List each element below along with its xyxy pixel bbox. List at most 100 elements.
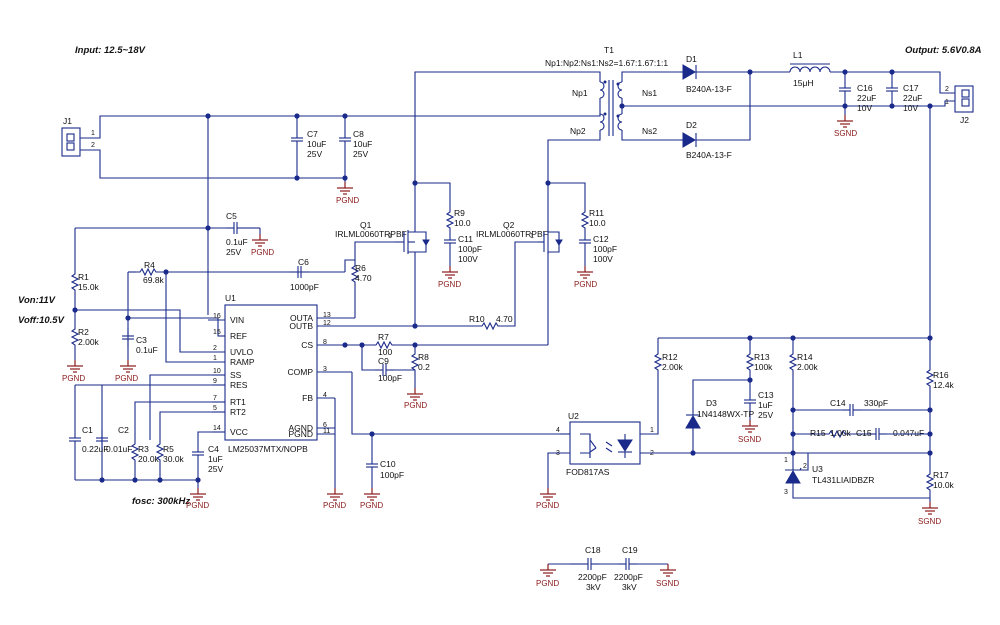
j2-pin2: 2 <box>945 86 949 93</box>
r6-value: 4.70 <box>355 273 372 283</box>
r5-ref: R5 <box>163 444 174 454</box>
c17-ref: C17 <box>903 83 919 93</box>
u2-ref: U2 <box>568 411 579 421</box>
u1-pin-num-outb: 12 <box>323 320 331 327</box>
u1-pin-name-cs: CS <box>301 340 313 350</box>
u2-pin1: 1 <box>650 427 654 434</box>
u1-right-pins <box>317 317 410 435</box>
pgnd-label-u1-left: PGND <box>186 501 209 510</box>
u1-pin-num-ss: 10 <box>213 368 221 375</box>
von-note: Von:11V <box>18 295 56 306</box>
c4-ref: C4 <box>208 444 219 454</box>
c3-ref: C3 <box>136 335 147 345</box>
d1-ref: D1 <box>686 54 697 64</box>
c8-value: 10uF <box>353 139 372 149</box>
c1-ref: C1 <box>82 425 93 435</box>
voff-note: Voff:10.5V <box>18 315 65 326</box>
c8-ref: C8 <box>353 129 364 139</box>
d2-part: B240A-13-F <box>686 150 732 160</box>
c3-value: 0.1uF <box>136 345 158 355</box>
capacitor-c15: C15 0.047uF <box>856 427 924 441</box>
u1-pin-name-fb: FB <box>302 393 313 403</box>
c5-voltage: 25V <box>226 247 241 257</box>
u1-pin-num-vcc: 14 <box>213 425 221 432</box>
u1-pin-num-pgnd: 11 <box>323 428 330 435</box>
c18-ref: C18 <box>585 545 601 555</box>
c16-ref: C16 <box>857 83 873 93</box>
u3-pin1: 1 <box>784 457 788 464</box>
resistor-r4: R4 69.8k <box>135 260 165 285</box>
pgnd-label-c10: PGND <box>360 501 383 510</box>
r17-ref: R17 <box>933 470 949 480</box>
mosfet-q1: Q1 IRLML0060TRPBF 1 <box>335 220 430 262</box>
c10-value: 100pF <box>380 470 404 480</box>
u1-pin-num-res: 9 <box>213 378 217 385</box>
u1-pin-num-ref: 15 <box>213 329 221 336</box>
u1-pin-num-cs: 8 <box>323 339 327 346</box>
d2-ref: D2 <box>686 120 697 130</box>
capacitor-c18: C18 2200pF 3kV <box>578 545 607 592</box>
ic-u3: U3 TL431LIAIDBZR 1 2 3 <box>784 457 874 496</box>
resistor-r6: R6 4.70 <box>351 261 372 287</box>
capacitor-c11: C11 100pF 100V <box>443 231 482 264</box>
c9-value: 100pF <box>378 373 402 383</box>
connector-j1: J1 1 2 <box>61 116 95 157</box>
capacitor-c8: C8 10uF 25V <box>338 116 372 178</box>
capacitor-c5: C5 0.1uF 25V PGND <box>225 211 274 257</box>
r1-ref: R1 <box>78 272 89 282</box>
capacitor-c17: C17 22uF 10V <box>885 79 922 113</box>
c6-value: 1000pF <box>290 282 319 292</box>
u3-ref: U3 <box>812 464 823 474</box>
t1-ref: T1 <box>604 45 614 55</box>
input-rail-bottom <box>80 149 345 179</box>
output-note: Output: 5.6V0.8A <box>905 45 982 56</box>
capacitor-c9: C9 100pF <box>374 356 402 383</box>
c18-value: 2200pF <box>578 572 607 582</box>
r15-value: 1.00k <box>830 428 852 438</box>
resistor-r10: R10 4.70 <box>469 314 513 330</box>
j2-pin1: 1 <box>945 99 949 106</box>
u2-part: FOD817AS <box>566 467 610 477</box>
j2-ref: J2 <box>960 115 969 125</box>
u1-pin-num-outa: 13 <box>323 312 331 319</box>
u1-pin-num-fb: 4 <box>323 392 327 399</box>
c14-value: 330pF <box>864 398 888 408</box>
pgnd-label-r8: PGND <box>404 401 427 410</box>
transformer-t1: T1 Np1:Np2:Ns1:Ns2=1.67:1.67:1:1 Np1 Np2… <box>545 45 668 136</box>
capacitor-c4: C4 1uF 25V <box>191 443 223 474</box>
c13-voltage: 25V <box>758 410 773 420</box>
u1-pin-name-pgnd: PGND <box>288 429 313 439</box>
c16-voltage: 10V <box>857 103 872 113</box>
u1-pin-name-outb: OUTB <box>289 321 313 331</box>
c19-value: 2200pF <box>614 572 643 582</box>
r3-value: 20.0k <box>138 454 160 464</box>
r10-value: 4.70 <box>496 314 513 324</box>
r11-value: 10.0 <box>589 218 606 228</box>
c4-value: 1uF <box>208 454 223 464</box>
sgnd-label-r17: SGND <box>918 517 941 526</box>
c4-voltage: 25V <box>208 464 223 474</box>
r17-value: 10.0k <box>933 480 955 490</box>
capacitor-c7: C7 10uF 25V <box>290 116 326 178</box>
r5-value: 30.0k <box>163 454 185 464</box>
d1-part: B240A-13-F <box>686 84 732 94</box>
capacitor-c2: C2 0.01uF <box>95 425 132 454</box>
r2-value: 2.00k <box>78 337 100 347</box>
resistor-r2: R2 2.00k <box>71 324 100 350</box>
diode-d1: D1 B240A-13-F <box>682 54 732 94</box>
capacitor-c10: C10 100pF <box>365 455 404 480</box>
c2-ref: C2 <box>118 425 129 435</box>
u1-pin-name-res: RES <box>230 380 248 390</box>
ref-wire <box>128 317 225 337</box>
r14-ref: R14 <box>797 352 813 362</box>
t1-ratio: Np1:Np2:Ns1:Ns2=1.67:1.67:1:1 <box>545 58 668 68</box>
r14-value: 2.00k <box>797 362 819 372</box>
u1-pin-num-rt2: 5 <box>213 405 217 412</box>
c1-value: 0.22uF <box>82 444 108 454</box>
pgnd-label-c11: PGND <box>438 280 461 289</box>
winding-ns1: Ns1 <box>642 88 657 98</box>
r16-value: 12.4k <box>933 380 955 390</box>
sgnd-label-c13: SGND <box>738 435 761 444</box>
c14-ref: C14 <box>830 398 846 408</box>
r16-ref: R16 <box>933 370 949 380</box>
